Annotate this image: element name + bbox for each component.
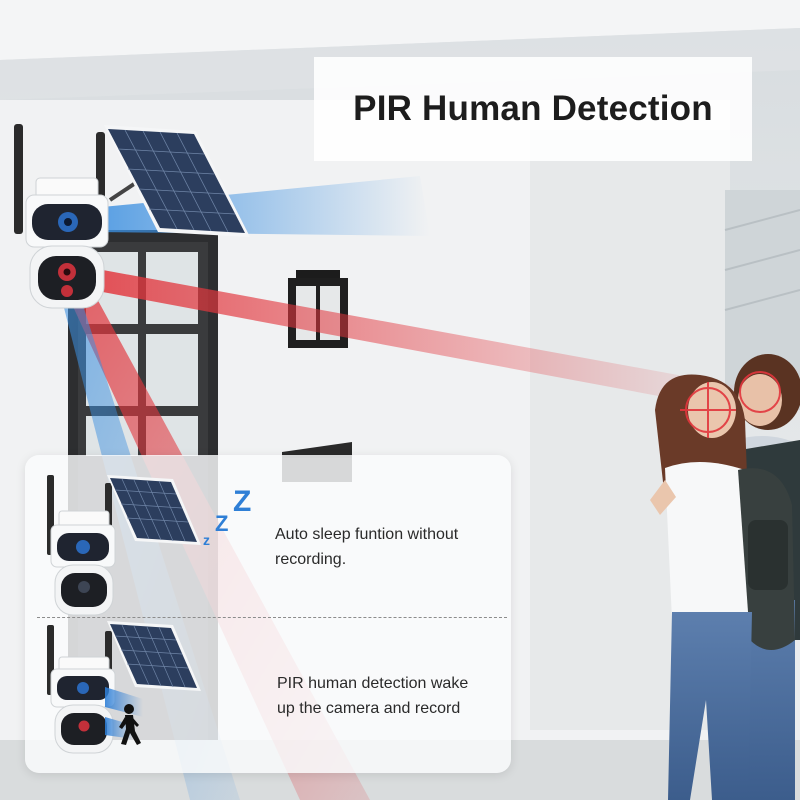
camera-icon [14,124,109,309]
sleep-letter-large: Z [233,485,251,518]
red-detection-beam [92,268,760,415]
title-card: PIR Human Detection [314,57,752,161]
page-title: PIR Human Detection [353,89,713,128]
sleep-letter-small: z [203,532,210,548]
sleep-caption: Auto sleep funtion without recording. [275,522,458,572]
sleep-zzz-icon: z Z Z [203,485,251,548]
walking-person-icon [119,704,141,745]
panel-divider [37,617,507,618]
wake-caption-line-1: PIR human detection wake [277,675,469,692]
wake-caption: PIR human detection wake up the camera a… [277,671,468,721]
info-panel: z Z Z [25,455,511,773]
blue-detection-beam [105,687,143,717]
sleep-caption-line-2: recording. [275,551,347,568]
panel-illustrations: z Z Z [47,475,251,754]
sleep-caption-line-1: Auto sleep funtion without [275,526,459,543]
solar-panel-icon [107,475,201,545]
people-walking [650,354,800,800]
camera-icon [47,625,116,754]
solar-panel-icon [107,621,201,691]
camera-icon [47,475,116,616]
sleep-letter-medium: Z [215,511,228,536]
solar-panel-icon [104,125,250,237]
wake-caption-line-2: up the camera and record [277,700,461,717]
